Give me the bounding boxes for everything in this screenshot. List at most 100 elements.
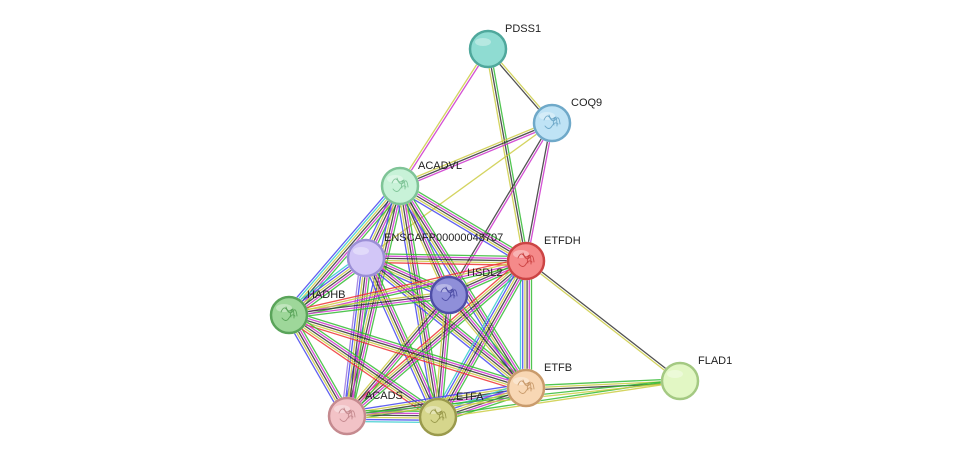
edge-strand-red [287,318,525,393]
edge-strand-yellow [288,291,449,313]
node-label: HSDL2 [467,267,502,279]
edge-coq9-etfdh[interactable] [524,122,554,262]
node-label: FLAD1 [698,355,732,367]
edge-strand-green [366,252,527,258]
node-circle[interactable] [418,397,458,437]
edge-strand-yellow [445,296,524,391]
node-pdss1[interactable]: PDSS1 [468,23,542,69]
node-flad1[interactable]: FLAD1 [660,355,733,401]
edge-strand-green [349,296,453,419]
node-label: ETFA [456,391,484,403]
node-circle[interactable] [269,295,309,335]
node-hadhb[interactable]: HADHB [269,289,346,335]
node-label: PDSS1 [505,23,541,35]
node-circle[interactable] [346,238,386,278]
edge-strand-black [447,295,526,390]
edge-strand-green [349,263,530,420]
edge-strand-yellow [365,122,553,259]
edge-pdss1-acadvl[interactable] [398,48,490,187]
node-circle[interactable] [506,241,546,281]
node-acadvl[interactable]: ACADVL [380,160,463,206]
edge-strand-yellow [398,120,552,185]
edge-strand-yellow [343,292,447,415]
node-acads[interactable]: ACADS [327,390,403,436]
edge-strand-black [438,261,528,418]
edge-strand-magenta [400,124,554,189]
node-etfb[interactable]: ETFB [506,362,573,408]
edge-strand-blue [284,316,344,419]
protein-structure-icon [391,177,409,192]
edge-strand-yellow [363,258,437,419]
edge-strand-red [288,257,526,313]
edge-etfdh-acads[interactable] [343,257,530,420]
edge-strand-yellow [398,48,488,186]
edge-enscafp00000048707-etfa[interactable] [361,255,443,420]
edge-hsdl2-acads[interactable] [343,292,453,419]
edge-strand-magenta [289,312,527,387]
edge-strand-yellow [286,315,346,418]
node-circle[interactable] [429,275,469,315]
node-circle[interactable] [380,166,420,206]
edge-strand-magenta [289,295,450,317]
edge-strand-magenta [401,185,441,417]
edge-strand-black [447,122,552,295]
edge-strand-green [350,186,405,418]
edge-strand-black [399,185,527,262]
edge-strand-black [365,257,527,262]
edge-coq9-enscafp00000048707[interactable] [365,122,553,259]
edge-strand-yellow [344,185,399,416]
edge-strand-red [365,261,526,267]
edge-strand-black [288,293,449,315]
node-label: HADHB [307,289,346,301]
edge-strand-yellow [485,49,525,262]
node-shine [667,370,683,378]
node-label: ENSCAFP00000048707 [384,232,503,244]
node-enscafp00000048707[interactable]: ENSCAFP00000048707 [346,232,504,278]
node-circle[interactable] [506,368,546,408]
node-hsdl2[interactable]: HSDL2 [429,267,503,315]
edge-acadvl-etfdh[interactable] [397,181,529,266]
edge-strand-black [399,122,553,187]
edge-strand-green [289,297,450,319]
edge-strand-black [524,122,552,261]
edge-strand-yellow [434,294,447,417]
protein-structure-icon [543,114,561,129]
edge-strand-magenta [366,255,527,260]
edge-coq9-hsdl2[interactable] [447,122,554,296]
node-coq9[interactable]: COQ9 [532,97,603,143]
edge-strand-cyan [286,183,398,314]
edge-strand-blue [361,259,435,420]
node-label: COQ9 [571,97,602,109]
protein-structure-icon [338,407,356,422]
node-etfa[interactable]: ETFA [418,391,485,437]
edge-strand-black [347,258,368,417]
edge-hadhb-etfb[interactable] [287,310,528,393]
edge-strand-green [290,310,528,385]
node-shine [353,247,369,255]
edge-enscafp00000048707-etfdh[interactable] [365,252,527,267]
node-etfdh[interactable]: ETFDH [506,235,581,281]
edge-strand-magenta [526,123,554,262]
edge-etfdh-flad1[interactable] [524,259,682,383]
edge-strand-magenta [347,295,451,418]
edge-etfdh-etfb[interactable] [519,261,533,388]
edge-strand-green [401,181,529,258]
node-circle[interactable] [327,396,367,436]
edges-layer [284,47,682,424]
node-circle[interactable] [468,29,508,69]
edge-coq9-acadvl[interactable] [398,120,554,189]
edge-strand-magenta [400,49,490,187]
edge-strand-green [525,378,680,387]
edge-strand-magenta [449,123,554,296]
edge-strand-magenta [289,312,440,416]
edge-hsdl2-etfb[interactable] [445,292,530,391]
edge-strand-yellow [288,316,526,391]
node-label: ACADVL [418,160,462,172]
edge-strand-magenta [348,262,528,419]
edge-strand-yellow [288,259,526,315]
node-circle[interactable] [660,361,700,401]
edge-strand-magenta [290,313,350,416]
node-circle[interactable] [532,103,572,143]
edge-hsdl2-hadhb[interactable] [288,291,450,319]
